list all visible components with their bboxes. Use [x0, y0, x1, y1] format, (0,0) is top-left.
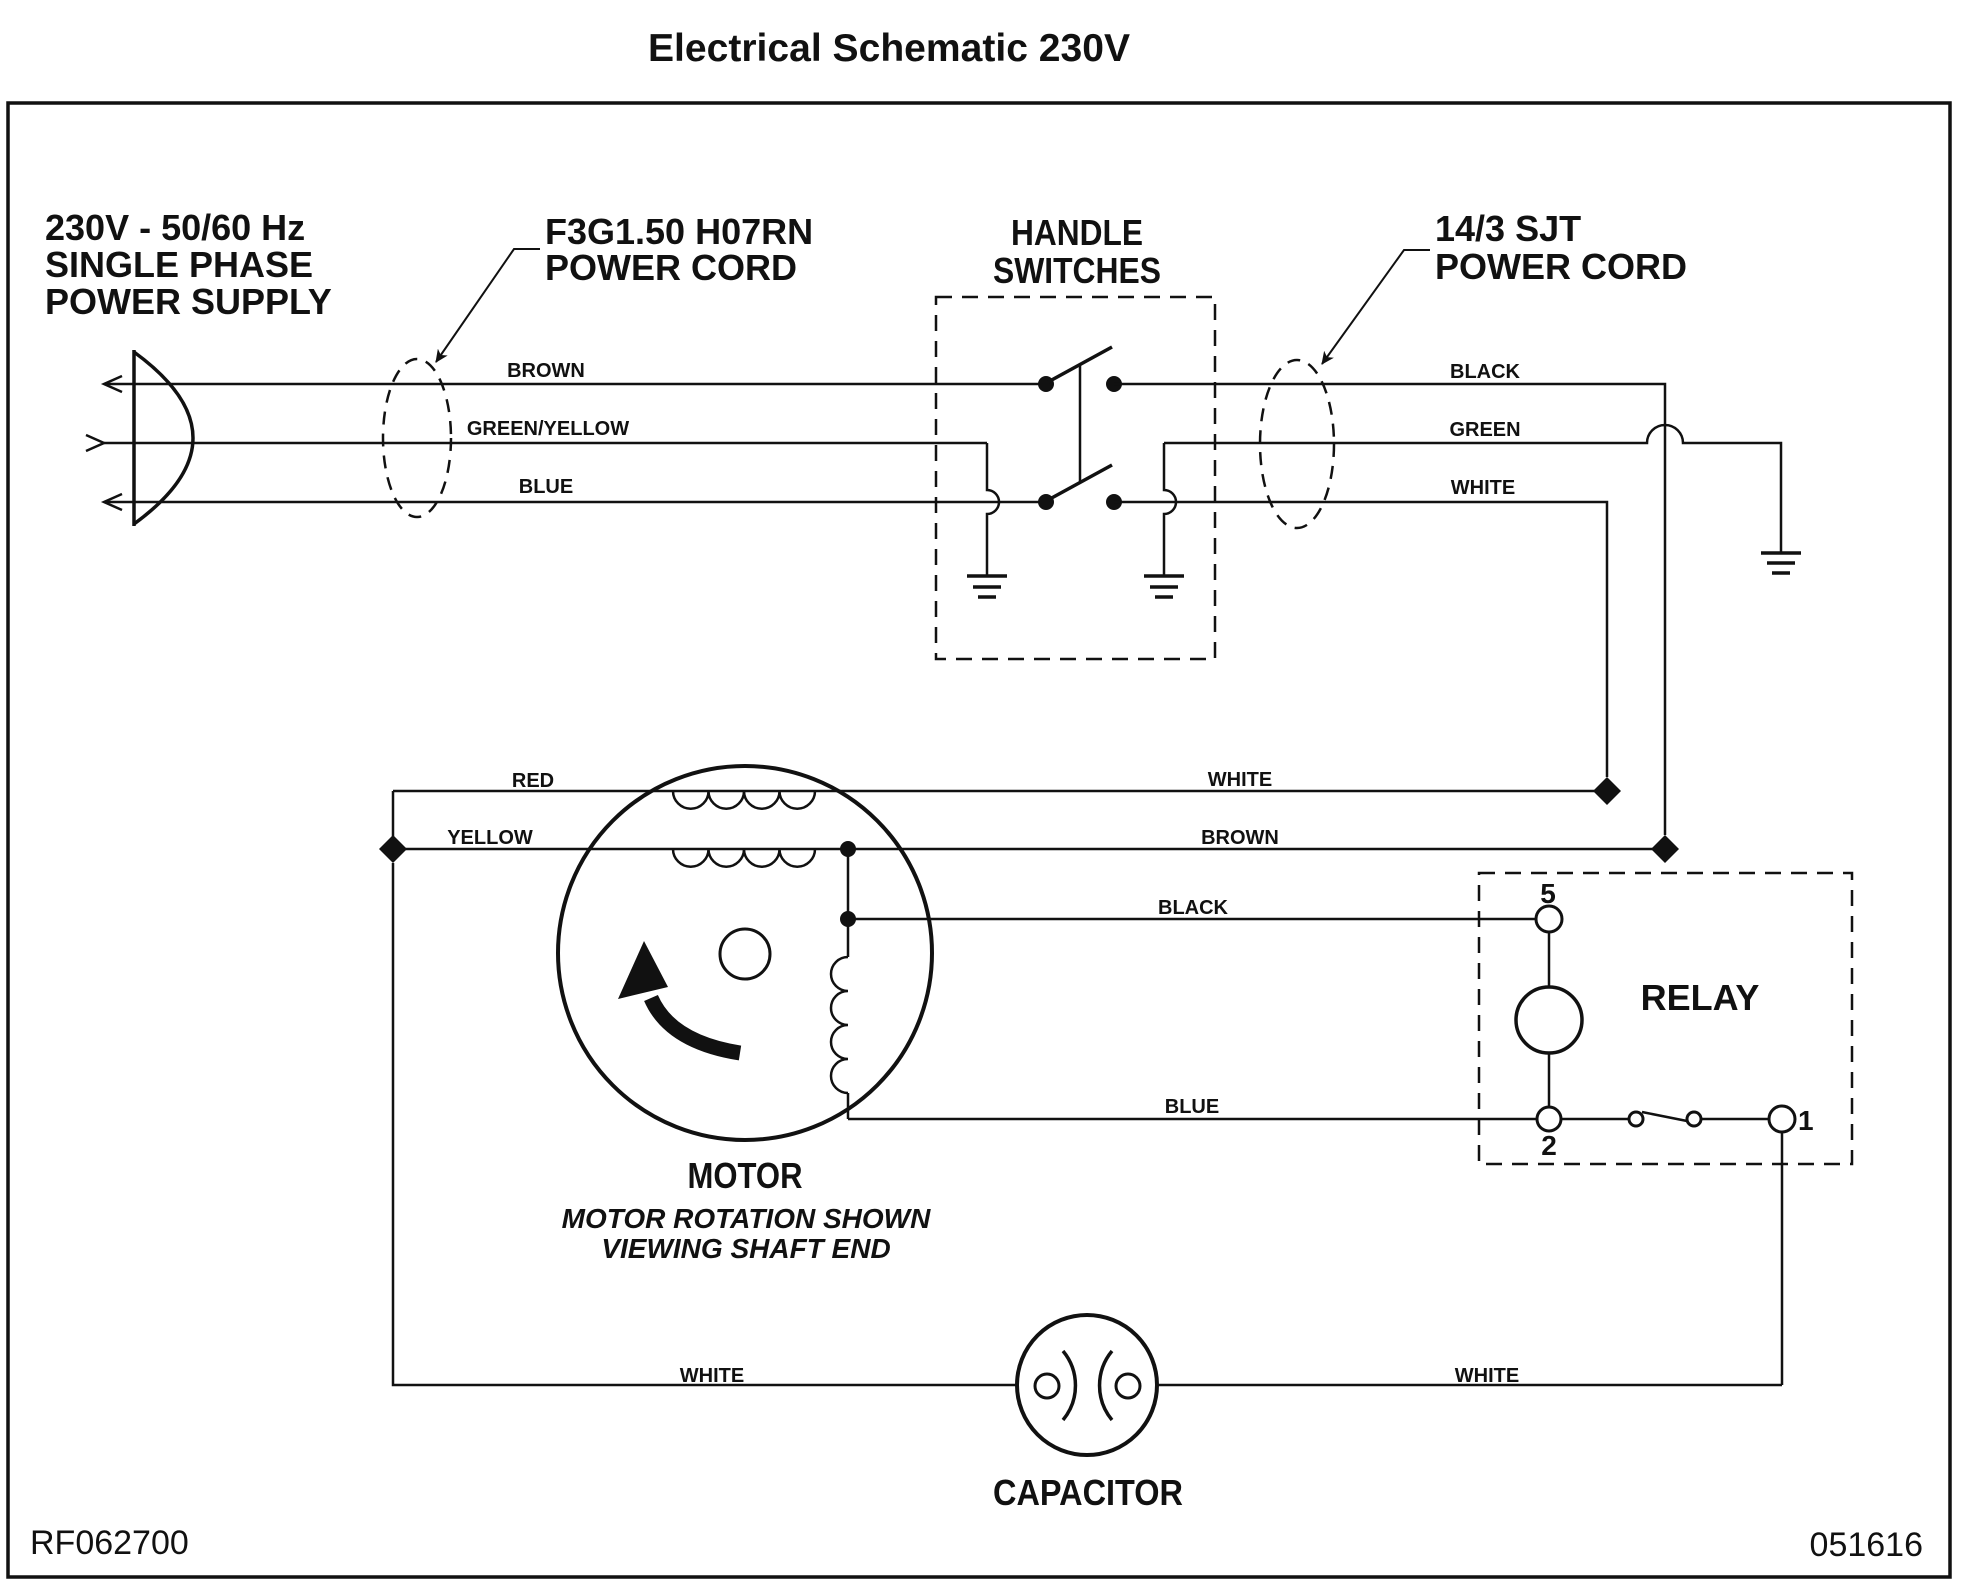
leader-arrow-left — [435, 248, 540, 363]
relay-terminal-5-label: 5 — [1540, 878, 1556, 909]
ground-symbol — [1144, 574, 1184, 599]
drawing-border — [6, 101, 1952, 1579]
arrow-right-icon — [85, 433, 108, 453]
relay-terminal-5 — [1534, 904, 1564, 934]
wire-label-yellow: YELLOW — [447, 827, 533, 849]
relay-box — [1477, 871, 1854, 1166]
wire-label-green-yellow: GREEN/YELLOW — [467, 418, 629, 440]
cord-left-label-line2: POWER CORD — [545, 247, 797, 288]
cord-right-label-line1: 14/3 SJT — [1435, 208, 1581, 249]
capacitor-plate-arc — [1097, 1349, 1114, 1422]
relay-label: RELAY — [1641, 977, 1760, 1018]
motor-winding-mid — [671, 848, 817, 868]
wire-white-drop — [1114, 500, 1609, 777]
ground-symbol — [967, 574, 1007, 599]
relay-terminal-1-label: 1 — [1798, 1105, 1814, 1136]
wire-green-ground-drop — [1162, 443, 1178, 576]
wire-label-blue: BLUE — [519, 476, 573, 498]
junction-diamond — [1651, 835, 1679, 863]
capacitor-terminal — [1114, 1372, 1142, 1400]
wire-black — [1114, 382, 1667, 835]
arrow-left-icon — [100, 492, 123, 512]
power-cord-ellipse-right — [1258, 358, 1336, 530]
motor-winding-top — [671, 790, 817, 810]
wire-label-brown-mid: BROWN — [1201, 827, 1279, 849]
handle-switches-label-line1: HANDLE — [1011, 212, 1143, 253]
relay-terminal-1 — [1767, 1104, 1797, 1134]
motor-start-winding — [829, 955, 849, 1095]
switch-blade-bottom — [1047, 463, 1113, 502]
drawing-number: RF062700 — [30, 1524, 189, 1562]
capacitor-plate-arc — [1061, 1349, 1078, 1422]
junction-diamond — [1593, 777, 1621, 805]
handle-switches-label-line2: SWITCHES — [993, 250, 1161, 291]
leader-arrow-right — [1321, 249, 1430, 365]
junction-diamond — [379, 835, 407, 863]
relay-contact-blade — [1641, 1110, 1688, 1123]
wire-label-red: RED — [512, 770, 554, 792]
rotation-arrow-arc — [644, 994, 742, 1061]
ground-symbol — [1761, 551, 1801, 575]
wire-label-white-bottom-right: WHITE — [1455, 1365, 1519, 1387]
relay-contact-point — [1627, 1110, 1645, 1128]
motor-shaft-circle — [718, 927, 772, 981]
arrow-left-icon — [100, 374, 123, 394]
wire-label-white-bottom-left: WHITE — [680, 1365, 744, 1387]
wire-label-black: BLACK — [1450, 361, 1521, 383]
drawing-date: 051616 — [1810, 1526, 1923, 1564]
capacitor-body-circle — [1015, 1313, 1159, 1457]
relay-terminal-2-label: 2 — [1541, 1130, 1557, 1161]
power-supply-label-line2: SINGLE PHASE — [45, 244, 313, 285]
cord-left-label-line1: F3G1.50 H07RN — [545, 211, 813, 252]
power-cord-ellipse-left — [381, 357, 453, 519]
plug-symbol-arc — [132, 350, 195, 526]
capacitor-label: CAPACITOR — [993, 1472, 1183, 1513]
wire-green — [1164, 423, 1783, 553]
power-supply-label-line3: POWER SUPPLY — [45, 281, 332, 322]
capacitor-terminal — [1033, 1372, 1061, 1400]
motor-label: MOTOR — [688, 1155, 803, 1196]
wire-green-yellow-ground-drop — [985, 443, 1001, 576]
wire-label-black-mid: BLACK — [1158, 897, 1229, 919]
wire-label-white-mid: WHITE — [1208, 769, 1272, 791]
wire-label-white: WHITE — [1451, 477, 1515, 499]
motor-note-line1: MOTOR ROTATION SHOWN — [562, 1203, 931, 1234]
relay-terminal-2 — [1535, 1105, 1563, 1133]
motor-body-circle — [556, 764, 934, 1142]
rotation-arrow-head-icon — [618, 941, 668, 999]
relay-coil-circle — [1514, 985, 1584, 1055]
wire-label-green: GREEN — [1449, 419, 1520, 441]
wire-label-blue-mid: BLUE — [1165, 1096, 1219, 1118]
page-title: Electrical Schematic 230V — [648, 27, 1130, 70]
relay-contact-point — [1685, 1110, 1703, 1128]
motor-note-line2: VIEWING SHAFT END — [601, 1233, 890, 1264]
wire-white-bottom-left — [391, 863, 1017, 1387]
wire-label-brown: BROWN — [507, 360, 585, 382]
power-supply-label-line1: 230V - 50/60 Hz — [45, 207, 305, 248]
handle-switches-box — [934, 295, 1217, 661]
cord-right-label-line2: POWER CORD — [1435, 246, 1687, 287]
